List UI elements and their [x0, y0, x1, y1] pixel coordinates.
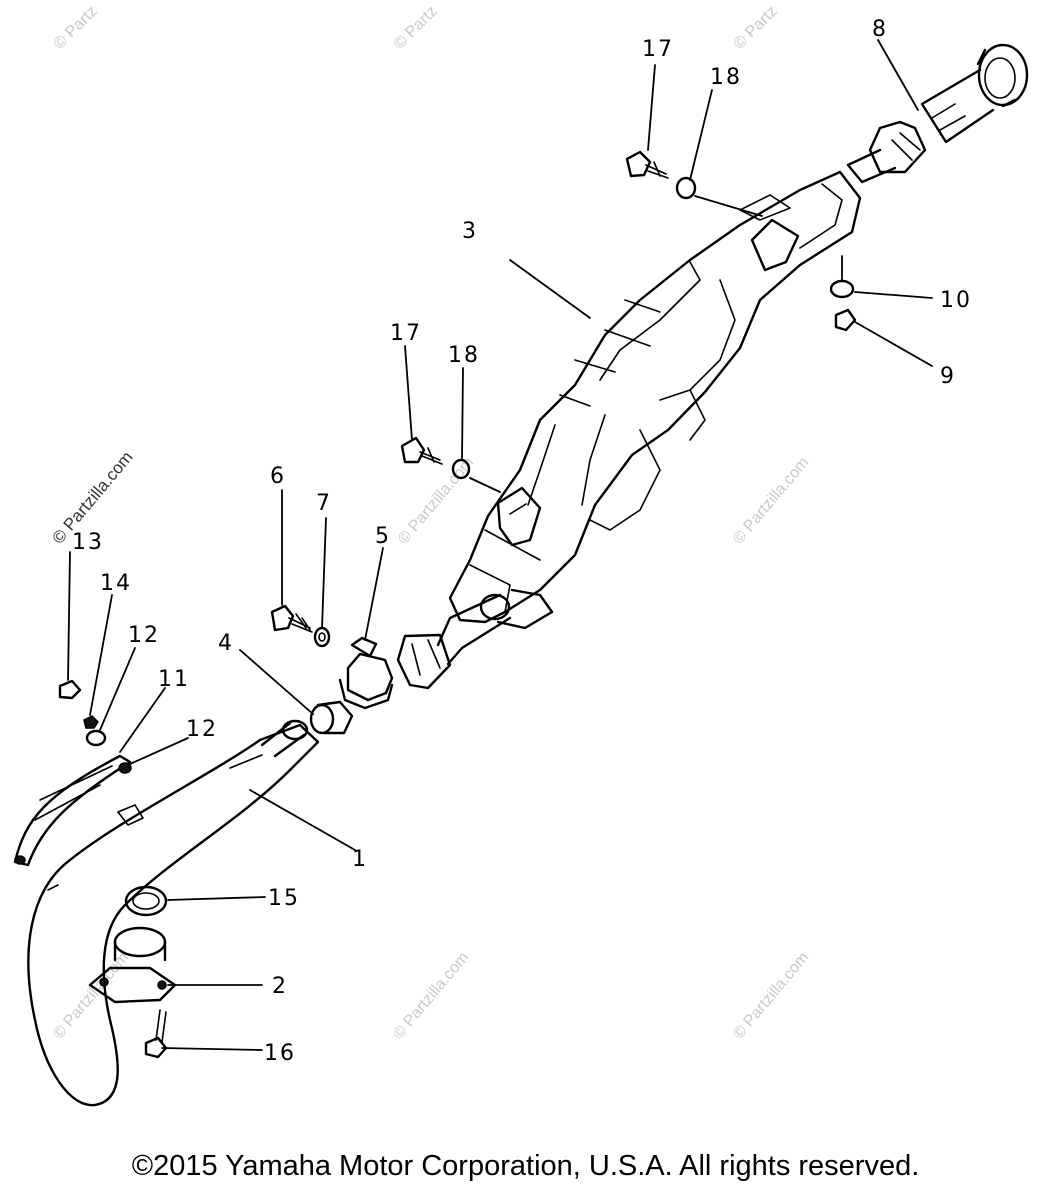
watermark-bottom-left: © Partzilla.com: [50, 949, 132, 1043]
callout-10: 10: [940, 288, 972, 313]
part-14-nut: [83, 715, 99, 729]
watermark-center: © Partzilla.com: [395, 454, 477, 548]
part-16-bolt: [144, 1009, 168, 1059]
part-11-protector: [13, 754, 132, 867]
watermarks: © Partz © Partz © Partz © Partzilla.com …: [49, 3, 813, 1043]
callout-16: 16: [264, 1041, 296, 1066]
callout-8: 8: [872, 17, 888, 42]
callout-15: 15: [268, 886, 300, 911]
part-1-exhaust-pipe: [27, 719, 320, 1107]
muffler-inlet-pipe: [396, 593, 512, 690]
watermark-top-right: © Partz: [731, 3, 781, 53]
callout-11: 11: [158, 667, 190, 692]
part-4-joint: [309, 700, 354, 735]
part-18-washer-upper: [675, 176, 763, 217]
watermark-right: © Partzilla.com: [730, 454, 812, 548]
watermark-top-left: © Partz: [51, 3, 101, 53]
callout-12-lower: 12: [186, 717, 218, 742]
callout-17-lower: 17: [390, 321, 422, 346]
watermark-top-mid: © Partz: [391, 3, 441, 53]
callout-4: 4: [218, 631, 234, 656]
part-7-washer: [313, 626, 331, 648]
callout-6: 6: [270, 464, 286, 489]
callout-13: 13: [72, 530, 104, 555]
part-17-bolt-lower: [400, 436, 443, 465]
callout-5: 5: [375, 524, 391, 549]
part-10-washer: [829, 255, 855, 299]
part-18-washer-lower: [451, 458, 501, 493]
callout-17-upper: 17: [642, 37, 674, 62]
part-6-bolt: [270, 604, 313, 633]
part-13-screw: [58, 679, 82, 700]
part-15-gasket: [124, 885, 168, 917]
copyright-notice: ©2015 Yamaha Motor Corporation, U.S.A. A…: [131, 1150, 920, 1182]
watermark-bottom-right: © Partzilla.com: [730, 949, 812, 1043]
part-8-tailpipe: [846, 43, 1029, 184]
part-12-washer-lower: [118, 762, 132, 774]
callout-18-upper: 18: [710, 65, 742, 90]
callout-9: 9: [940, 364, 956, 389]
part-9-bolt: [834, 308, 857, 332]
callout-12-upper: 12: [128, 623, 160, 648]
callout-7: 7: [316, 491, 332, 516]
part-17-bolt-upper: [625, 150, 669, 179]
watermark-bottom-center: © Partzilla.com: [390, 949, 472, 1043]
callout-3: 3: [462, 219, 478, 244]
callout-1: 1: [352, 847, 368, 872]
part-5-clamp: [338, 636, 394, 710]
part-3-muffler: [448, 170, 862, 630]
callout-labels: 1 2 3 4 5 6 7 8 9 10 11 12 12 13 14 15 1…: [72, 17, 972, 1066]
callout-14: 14: [100, 571, 132, 596]
part-12-washer-upper: [85, 729, 107, 747]
part-2-flange: [88, 926, 177, 1004]
callout-2: 2: [272, 974, 288, 999]
callout-18-lower: 18: [448, 343, 480, 368]
leader-lines: [67, 39, 933, 1051]
